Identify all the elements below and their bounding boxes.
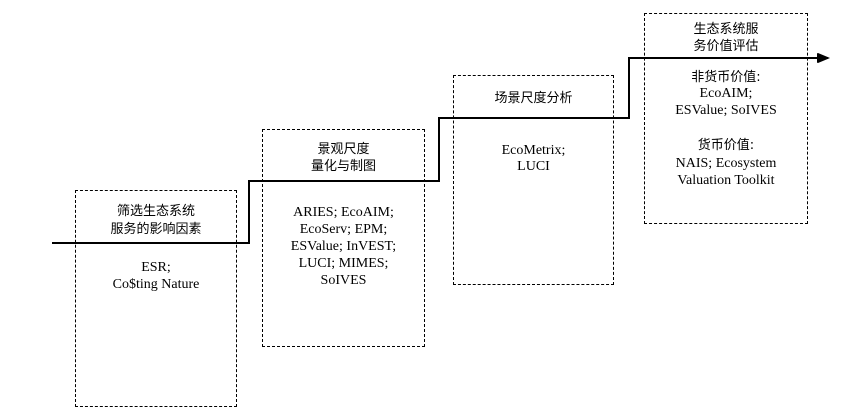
- stage-2-tool-1: ARIES; EcoAIM;: [293, 205, 394, 220]
- stage-1-box: 筛选生态系统 服务的影响因素 ESR; Co$ting Nature: [75, 190, 237, 407]
- stage-4-box: 生态系统服 务价值评估 非货币价值: EcoAIM; ESValue; SoIV…: [644, 13, 808, 224]
- stage-1-tool-2: Co$ting Nature: [112, 277, 200, 292]
- stage-4-monetary-label: 货币价值:: [697, 138, 755, 153]
- stage-2-tool-2: EcoServ; EPM;: [299, 222, 388, 237]
- stage-1-title-line-1: 筛选生态系统: [116, 204, 195, 219]
- stage-4-monetary-tool-2: Valuation Toolkit: [677, 173, 775, 188]
- stage-4-nonmonetary-tool-2: ESValue; SoIVES: [675, 103, 777, 118]
- stage-4-nonmonetary-label: 非货币价值:: [691, 70, 761, 85]
- stage-4-title-line-1: 生态系统服: [693, 22, 759, 37]
- stage-3-box: 场景尺度分析 EcoMetrix; LUCI: [453, 75, 614, 285]
- stage-2-tool-3: ESValue; InVEST;: [290, 239, 397, 254]
- stage-2-box: 景观尺度 量化与制图 ARIES; EcoAIM; EcoServ; EPM; …: [262, 129, 425, 347]
- stage-4-monetary-tool-1: NAIS; Ecosystem: [675, 156, 777, 171]
- staircase-flow-line: [52, 53, 829, 244]
- stage-4-title-line-2: 务价值评估: [693, 39, 759, 54]
- stage-2-title-line-2: 量化与制图: [310, 159, 376, 174]
- stage-4-nonmonetary-tool-1: EcoAIM;: [699, 86, 753, 101]
- arrow-right-icon: [818, 53, 830, 63]
- stage-1-title-line-2: 服务的影响因素: [110, 222, 202, 237]
- stage-2-title-line-1: 景观尺度: [317, 142, 370, 157]
- stage-3-tool-2: LUCI: [517, 159, 550, 174]
- stage-2-tool-5: SoIVES: [320, 273, 367, 288]
- stage-3-tool-1: EcoMetrix;: [501, 143, 566, 158]
- stage-2-tool-4: LUCI; MIMES;: [298, 256, 389, 271]
- stage-3-title: 场景尺度分析: [494, 91, 573, 106]
- stage-1-tool-1: ESR;: [141, 260, 171, 275]
